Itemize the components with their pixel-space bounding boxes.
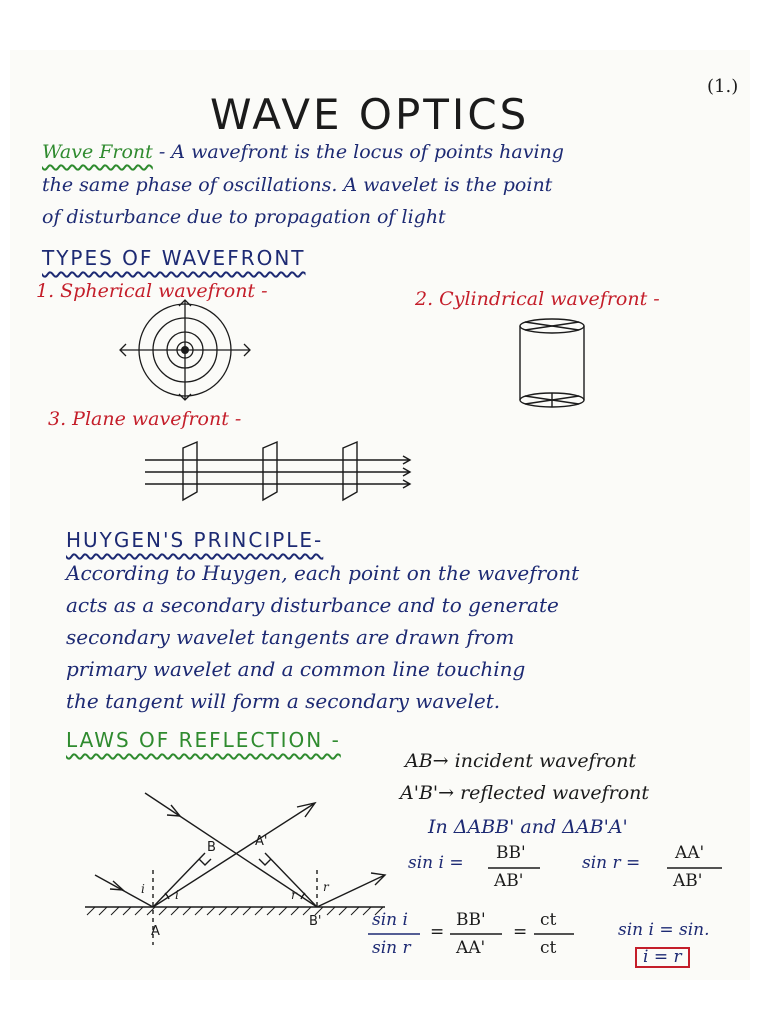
triangles-statement: In ΔABB' and ΔAB'A' (428, 816, 628, 838)
ratio2-numerator: BB' (456, 910, 486, 930)
cylindrical-wavefront-diagram (519, 318, 585, 408)
huygens-line1: According to Huygen, each point on the w… (66, 561, 580, 585)
spherical-label: 1. Spherical wavefront - (36, 280, 268, 302)
sin-i-numerator: BB' (496, 843, 526, 863)
sin-r-denominator: AB' (673, 871, 703, 891)
ratio3-denominator: ct (540, 938, 557, 958)
plane-label: 3. Plane wavefront - (48, 408, 242, 430)
sin-i-lhs: sin i = (408, 853, 464, 873)
ratio-fraction-bar (368, 933, 420, 935)
equals-sign-2: = (513, 922, 528, 942)
plane-wavefront-diagram (145, 440, 412, 502)
sin-r-fraction-bar (667, 867, 722, 869)
huygens-line3: secondary wavelet tangents are drawn fro… (66, 625, 515, 649)
notebook-page: (1.) WAVE OPTICS Wave Front - A wavefron… (10, 50, 750, 980)
types-heading: TYPES OF WAVEFRONT (42, 246, 306, 270)
page-number: (1.) (707, 76, 739, 97)
reflection-diagram: A B A' B' i i r r (85, 792, 387, 945)
label-r-wavefront: r (291, 888, 298, 902)
huygens-line4: primary wavelet and a common line touchi… (66, 657, 526, 681)
label-a: A (151, 924, 160, 939)
sin-r-numerator: AA' (675, 843, 705, 863)
sin-i-fraction-bar (488, 867, 540, 869)
ratio2-denominator: AA' (456, 938, 486, 958)
wavefront-definition-line1: Wave Front - A wavefront is the locus of… (42, 143, 564, 162)
label-r-reflected: r (323, 880, 330, 894)
result-box: i = r (635, 947, 690, 968)
cylindrical-label: 2. Cylindrical wavefront - (415, 288, 660, 310)
wavefront-definition-line3: of disturbance due to propagation of lig… (42, 206, 446, 228)
wavefront-text-1: - A wavefront is the locus of points hav… (152, 141, 564, 163)
equals-sign-1: = (430, 922, 445, 942)
label-a-prime: A' (255, 834, 267, 849)
final-equation: sin i = sin. (618, 920, 710, 940)
sin-r-lhs: sin r = (582, 853, 641, 873)
wavefront-definition-line2: the same phase of oscillations. A wavele… (42, 174, 553, 196)
label-b: B (207, 840, 216, 855)
huygens-line2: acts as a secondary disturbance and to g… (66, 593, 559, 617)
sin-i-denominator: AB' (494, 871, 524, 891)
ratio2-fraction-bar (450, 933, 502, 935)
wavefront-term: Wave Front (42, 141, 153, 163)
incident-wavefront-note: AB→ incident wavefront (405, 750, 636, 772)
huygens-heading: HUYGEN'S PRINCIPLE- (66, 528, 324, 552)
ratio3-numerator: ct (540, 910, 557, 930)
ratio-denominator: sin r (372, 938, 411, 958)
label-i-wavefront: i (175, 888, 179, 902)
spherical-wavefront-diagram (119, 299, 251, 401)
reflection-heading: LAWS OF REFLECTION - (66, 728, 341, 752)
reflected-wavefront-note: A'B'→ reflected wavefront (400, 782, 650, 804)
page-title: WAVE OPTICS (210, 90, 530, 139)
huygens-line5: the tangent will form a secondary wavele… (66, 689, 501, 713)
ratio-numerator: sin i (372, 910, 408, 930)
ratio3-fraction-bar (534, 933, 574, 935)
label-i-incident: i (141, 882, 145, 896)
label-b-prime: B' (309, 914, 322, 929)
